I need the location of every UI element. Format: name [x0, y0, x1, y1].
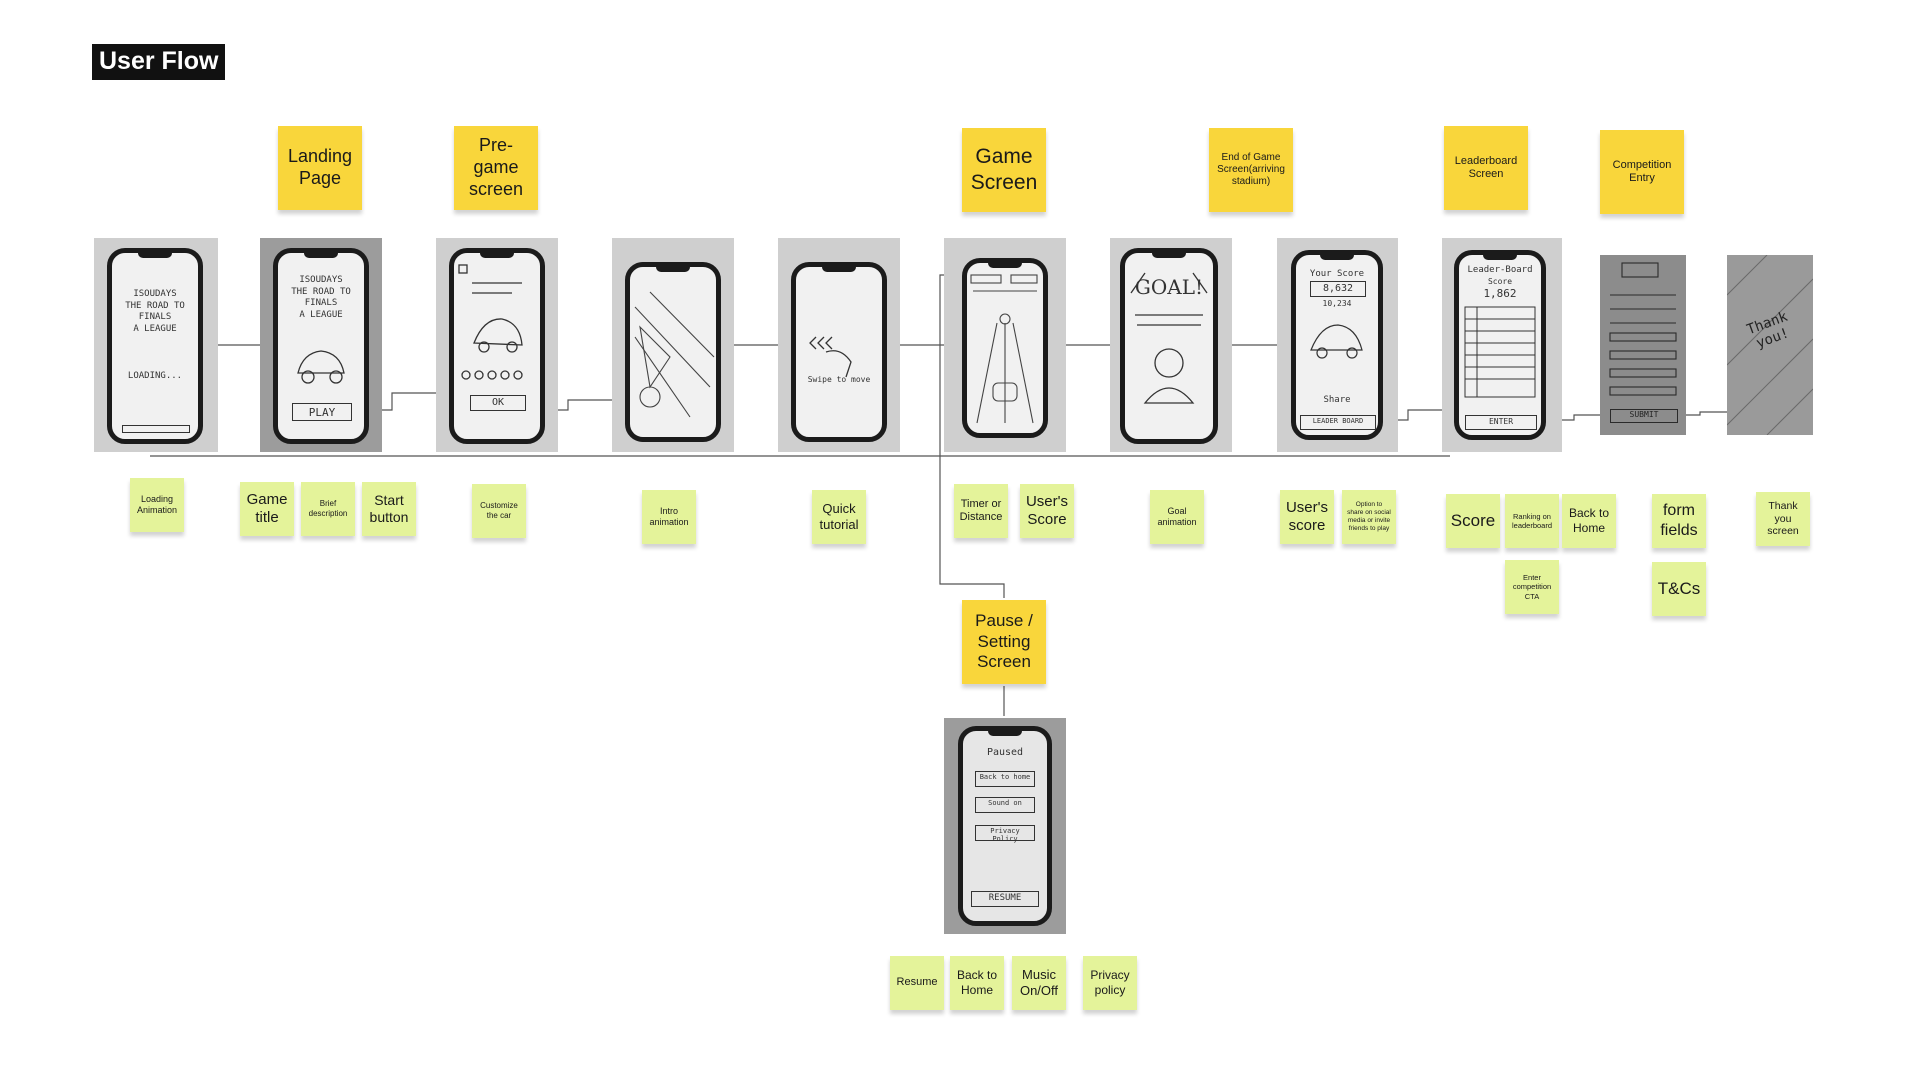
sketch-ok-button: OK	[470, 395, 526, 411]
sketch-share-row: Share	[1300, 395, 1374, 407]
note-tcs: T&Cs	[1652, 562, 1706, 616]
note-form-fields: form fields	[1652, 494, 1706, 548]
connector-end-leaderboard	[1398, 410, 1442, 420]
game-road-sketch-icon	[967, 263, 1043, 433]
sketch-swipe-text: Swipe to move	[796, 375, 882, 384]
sketch-thank-you: Thank you!	[1727, 255, 1813, 435]
note-privacy-policy: Privacy policy	[1083, 956, 1137, 1010]
stage-note-end-of-game: End of Game Screen(arriving stadium)	[1209, 128, 1293, 212]
sketch-back-home-btn: Back to home	[975, 771, 1035, 787]
goal-car-sketch-icon	[1125, 253, 1213, 439]
stage-note-pause: Pause / Setting Screen	[962, 600, 1046, 684]
sketch-loading-bar	[122, 425, 190, 433]
sketch-pause-screen: Paused Back to home Sound on Privacy Pol…	[944, 718, 1066, 934]
note-customize-car: Customize the car	[472, 484, 526, 538]
note-ranking-leaderboard: Ranking on leaderboard	[1505, 494, 1559, 548]
note-timer-distance: Timer or Distance	[954, 484, 1008, 538]
note-quick-tutorial: Quick tutorial	[812, 490, 866, 544]
form-fields-sketch	[1600, 255, 1686, 435]
note-back-home-leaderboard: Back to Home	[1562, 494, 1616, 548]
note-loading-animation: Loading Animation	[130, 478, 184, 532]
sketch-endgame-screen: Your Score 8,632 10,234 Share LEADER BOA…	[1277, 238, 1398, 452]
sketch-loading-label: LOADING...	[112, 371, 198, 381]
sketch-leaderboard-screen: Leader-Board Score 1,862 ENTER	[1442, 238, 1562, 452]
stage-note-game: Game Screen	[962, 128, 1046, 212]
sketch-goal-screen: GOAL!	[1110, 238, 1232, 452]
note-enter-competition-cta: Enter competition CTA	[1505, 560, 1559, 614]
note-users-score-end: User's score	[1280, 490, 1334, 544]
sketch-enter-button: ENTER	[1465, 415, 1537, 430]
note-game-title: Game title	[240, 482, 294, 536]
stage-note-pregame: Pre- game screen	[454, 126, 538, 210]
sketch-pregame-screen: OK	[436, 238, 558, 452]
note-goal-animation: Goal animation	[1150, 490, 1204, 544]
sketch-paused-label: Paused	[963, 747, 1047, 758]
road-sketch-icon	[630, 267, 716, 437]
sketch-intro-screen	[612, 238, 734, 452]
note-resume: Resume	[890, 956, 944, 1010]
sketch-play-button: PLAY	[292, 403, 352, 421]
stage-note-leaderboard: Leaderboard Screen	[1444, 126, 1528, 210]
note-users-score-game: User's Score	[1020, 484, 1074, 538]
leaderboard-table-sketch	[1459, 255, 1541, 435]
connector-pregame-intro	[558, 400, 612, 410]
sketch-loading-screen: ISOUDAYS THE ROAD TO FINALS A LEAGUE LOA…	[94, 238, 218, 452]
stage-note-competition: Competition Entry	[1600, 130, 1684, 214]
swipe-hand-icon	[796, 267, 882, 437]
sketch-game-screen	[944, 238, 1066, 452]
sketch-landing-screen: ISOUDAYS THE ROAD TO FINALS A LEAGUE PLA…	[260, 238, 382, 452]
connector-competition-thanks	[1686, 412, 1727, 415]
note-back-home-pause: Back to Home	[950, 956, 1004, 1010]
sketch-loading-title: ISOUDAYS THE ROAD TO FINALS A LEAGUE	[112, 289, 198, 336]
sketch-privacy-btn: Privacy Policy	[975, 825, 1035, 841]
sketch-sound-btn: Sound on	[975, 797, 1035, 813]
sketch-leaderboard-button: LEADER BOARD	[1300, 415, 1376, 430]
note-start-button: Start button	[362, 482, 416, 536]
connector-landing-pregame	[382, 393, 436, 410]
note-thank-you-screen: Thank you screen	[1756, 492, 1810, 546]
sketch-tutorial-screen: Swipe to move	[778, 238, 900, 452]
connector-leaderboard-competition	[1562, 415, 1600, 420]
customize-car-sketch-icon	[454, 253, 540, 439]
note-music-toggle: Music On/Off	[1012, 956, 1066, 1010]
stage-note-landing: Landing Page	[278, 126, 362, 210]
note-share-option: Option to share on social media or invit…	[1342, 490, 1396, 544]
note-score: Score	[1446, 494, 1500, 548]
note-intro-animation: Intro animation	[642, 490, 696, 544]
sketch-competition-form: SUBMIT	[1600, 255, 1686, 435]
note-brief-description: Brief description	[301, 482, 355, 536]
sketch-resume-btn: RESUME	[971, 891, 1039, 907]
stadium-car-sketch-icon	[1296, 255, 1378, 435]
sketch-submit-button: SUBMIT	[1610, 409, 1678, 423]
